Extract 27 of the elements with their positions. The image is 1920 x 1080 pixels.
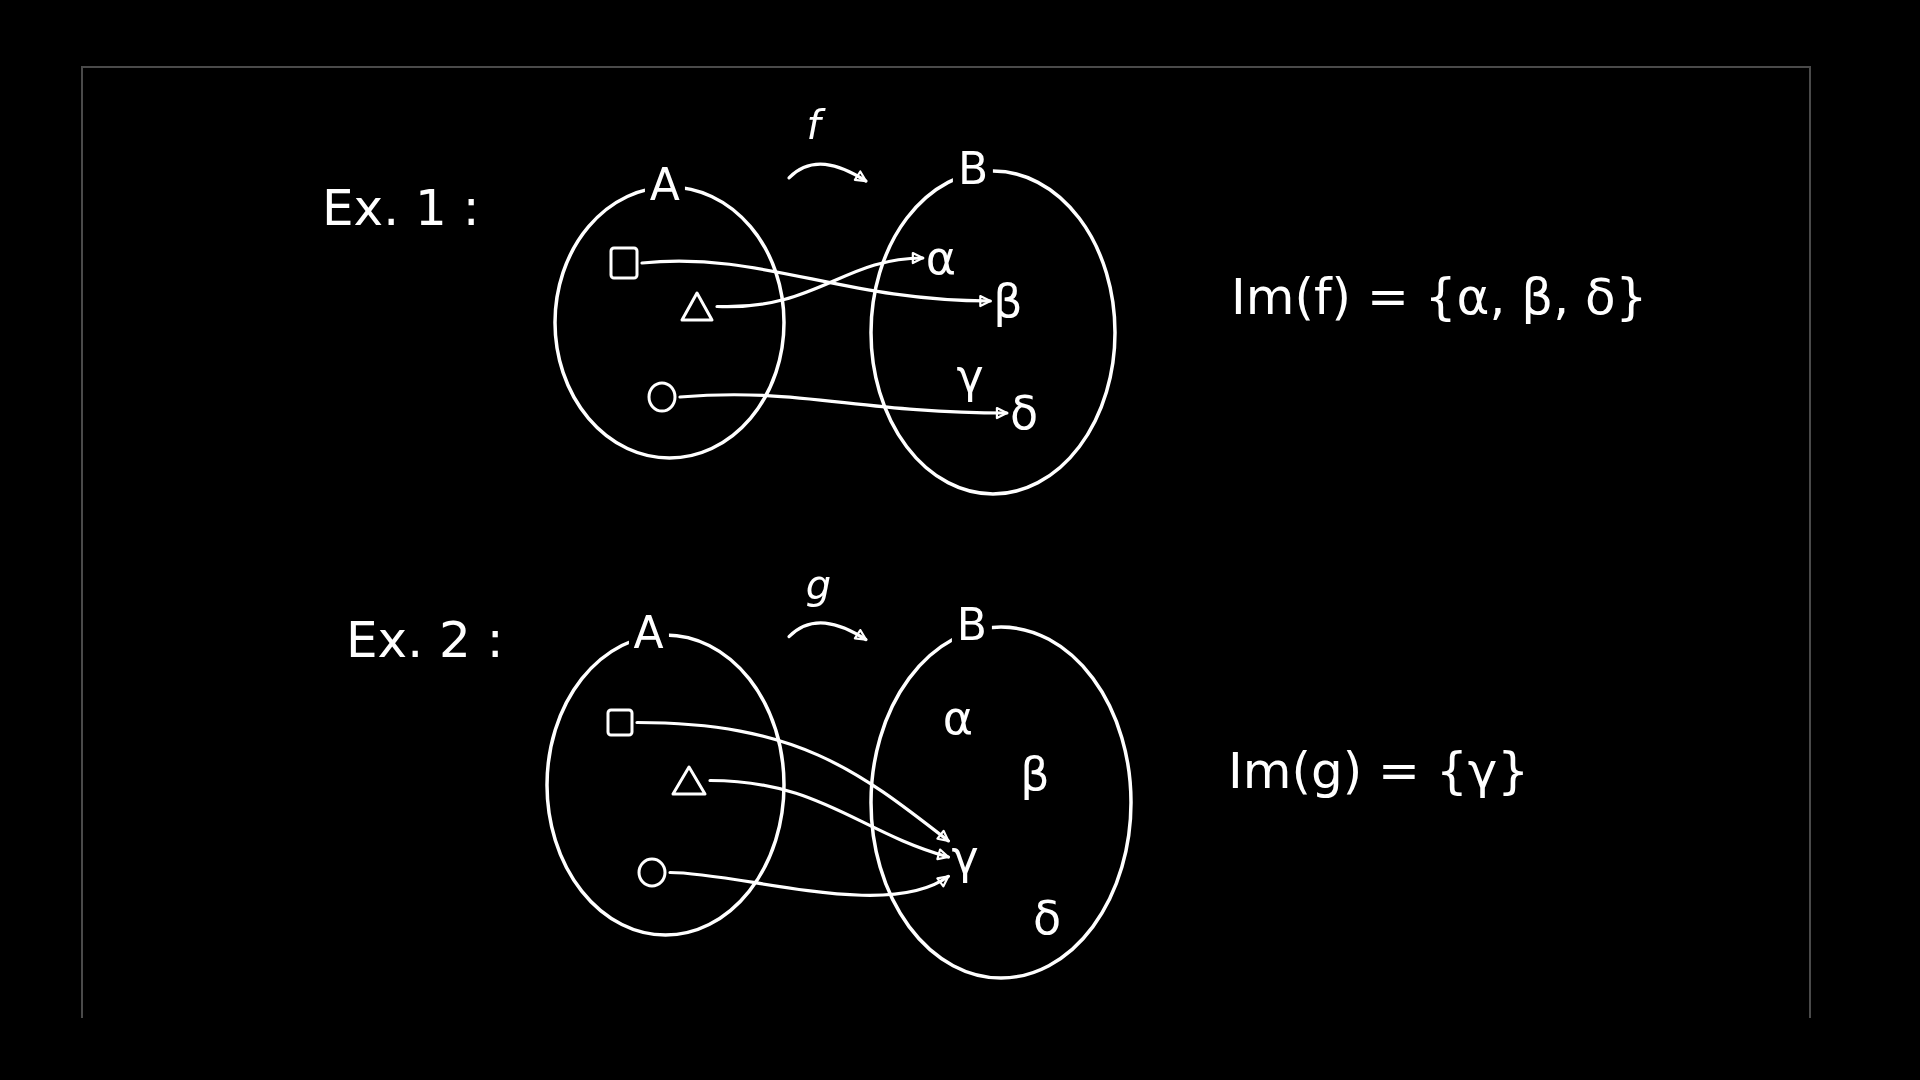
mapping-arrow: [640, 259, 992, 307]
element-label: α: [942, 695, 974, 741]
example-heading: Ex. 2 :: [346, 615, 504, 665]
element-label: α: [925, 235, 957, 281]
example-heading: Ex. 1 :: [322, 183, 480, 233]
mapping-arrow: [787, 162, 868, 183]
mapping-arrow: [708, 778, 950, 860]
math-formula: Im(f) = {α, β, δ}: [1231, 272, 1648, 322]
set-ellipse: [869, 606, 1133, 980]
set-ellipse: [553, 166, 786, 460]
set-ellipse: [869, 150, 1117, 496]
triangle-icon: [671, 765, 707, 796]
square-icon: [609, 246, 639, 280]
square-icon: [606, 708, 634, 737]
mapping-arrow: [668, 870, 950, 897]
triangle-icon: [680, 291, 714, 322]
element-label: δ: [1032, 895, 1062, 941]
math-formula: Im(g) = {γ}: [1228, 746, 1530, 796]
circle-icon: [647, 381, 677, 413]
mapping-arrow: [678, 393, 1009, 419]
mapping-arrow: [635, 720, 950, 843]
set-label: B: [951, 606, 993, 644]
mapping-arrow: [787, 621, 868, 642]
mapping-arrow: [715, 252, 925, 309]
circle-icon: [637, 857, 667, 888]
set-ellipse: [545, 614, 786, 937]
element-label: δ: [1009, 390, 1039, 436]
